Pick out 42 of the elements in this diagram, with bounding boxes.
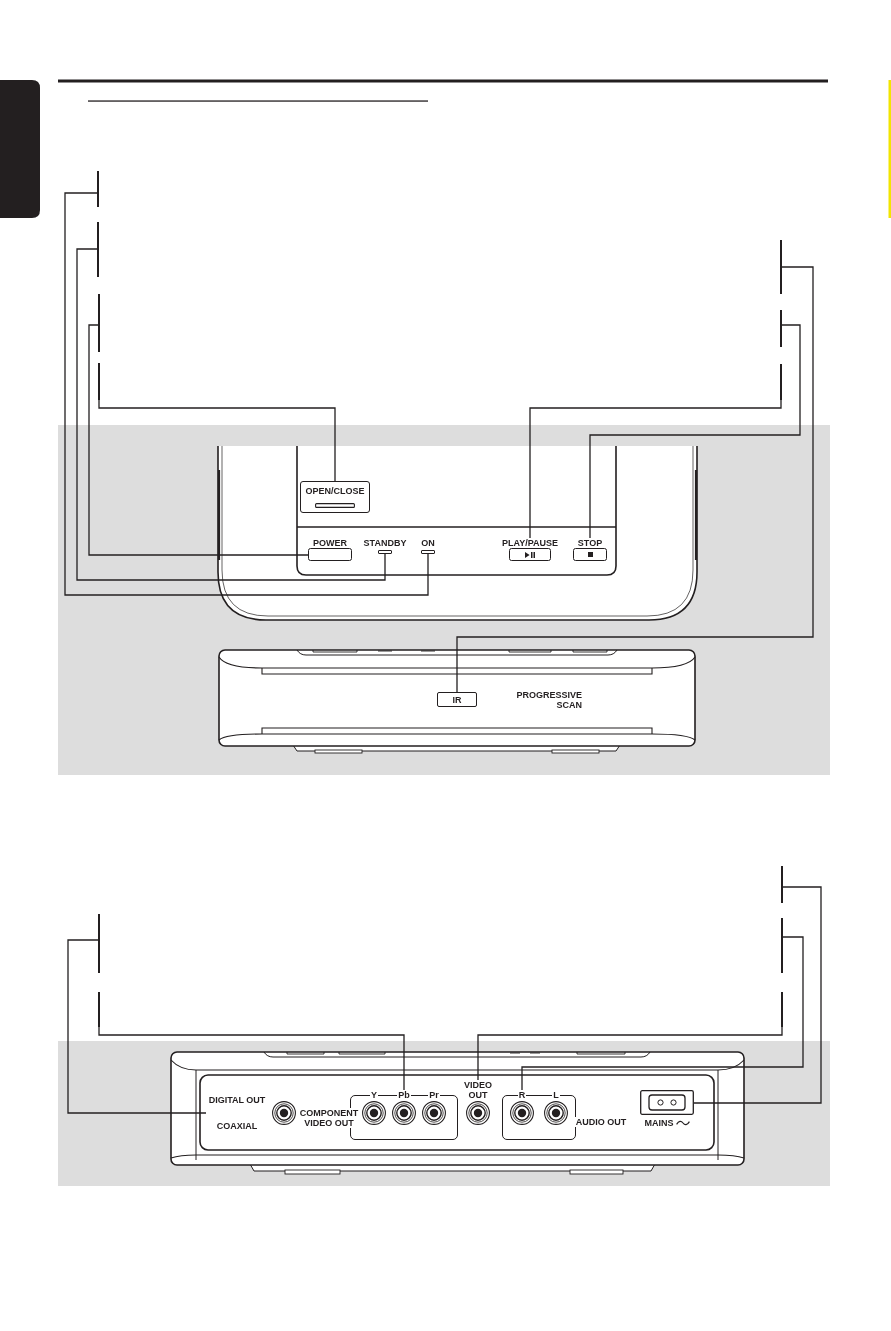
group-heading: COMPONENT VIDEO OUT bbox=[299, 1108, 359, 1128]
socket-label: MAINS bbox=[644, 1118, 674, 1128]
bracket-mark bbox=[97, 171, 99, 207]
bracket-mark bbox=[98, 992, 100, 1027]
leader-line bbox=[529, 399, 782, 539]
bracket-mark bbox=[780, 364, 782, 400]
feature-label: PROGRESSIVE SCAN bbox=[515, 690, 582, 710]
jack-label: COAXIAL bbox=[216, 1121, 258, 1131]
bracket-mark bbox=[781, 992, 783, 1027]
leader-line bbox=[98, 399, 336, 482]
leader-line bbox=[521, 936, 804, 1091]
bracket-mark bbox=[98, 363, 100, 400]
jack-label: R bbox=[517, 1090, 527, 1100]
leader-line bbox=[98, 1026, 405, 1091]
sensor-window: IR bbox=[437, 692, 477, 707]
leader-line bbox=[76, 248, 386, 581]
group-heading: AUDIO OUT bbox=[574, 1117, 628, 1127]
button-label: PLAY/PAUSE bbox=[502, 538, 558, 548]
button-label: STOP bbox=[577, 538, 603, 548]
jack-label: Y bbox=[370, 1090, 378, 1100]
leader-line bbox=[456, 266, 814, 693]
leader-line bbox=[64, 192, 429, 596]
push-button: OPEN/CLOSE bbox=[300, 481, 370, 513]
jack-label: L bbox=[552, 1090, 560, 1100]
bracket-mark bbox=[780, 310, 782, 347]
bracket-mark bbox=[97, 222, 99, 277]
indicator-label: ON bbox=[421, 538, 435, 548]
indicator-label: STANDBY bbox=[363, 538, 407, 548]
leader-line bbox=[67, 939, 207, 1114]
button-label: POWER bbox=[313, 538, 347, 548]
jack-label: DIGITAL OUT bbox=[208, 1095, 266, 1105]
leader-line bbox=[693, 886, 822, 1104]
leader-line bbox=[477, 1026, 783, 1081]
bracket-mark bbox=[781, 866, 783, 903]
jack-label: Pr bbox=[428, 1090, 440, 1100]
bracket-mark bbox=[98, 294, 100, 352]
bracket-mark bbox=[98, 914, 100, 973]
bracket-mark bbox=[781, 918, 783, 973]
leader-line bbox=[88, 324, 309, 556]
bracket-mark bbox=[780, 240, 782, 294]
leader-line bbox=[589, 324, 801, 539]
jack-label: Pb bbox=[397, 1090, 411, 1100]
